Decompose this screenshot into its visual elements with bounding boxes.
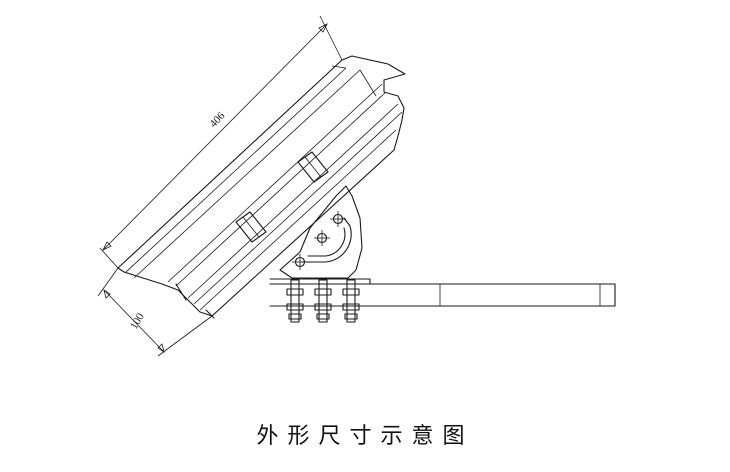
mounting-bracket — [279, 185, 363, 279]
height-dimension-label: 100 — [128, 311, 147, 332]
screw-boss-2 — [297, 151, 329, 183]
height-dimension: 100 — [97, 267, 213, 357]
screw-boss-1 — [235, 211, 267, 243]
diagram-caption: 外形尺寸示意图 — [256, 424, 474, 449]
fixture-body — [117, 55, 406, 319]
u-bolt-1 — [286, 279, 304, 323]
u-bolt-3 — [342, 279, 360, 323]
u-bolt-2 — [314, 279, 332, 323]
clamp-plate — [269, 278, 371, 285]
